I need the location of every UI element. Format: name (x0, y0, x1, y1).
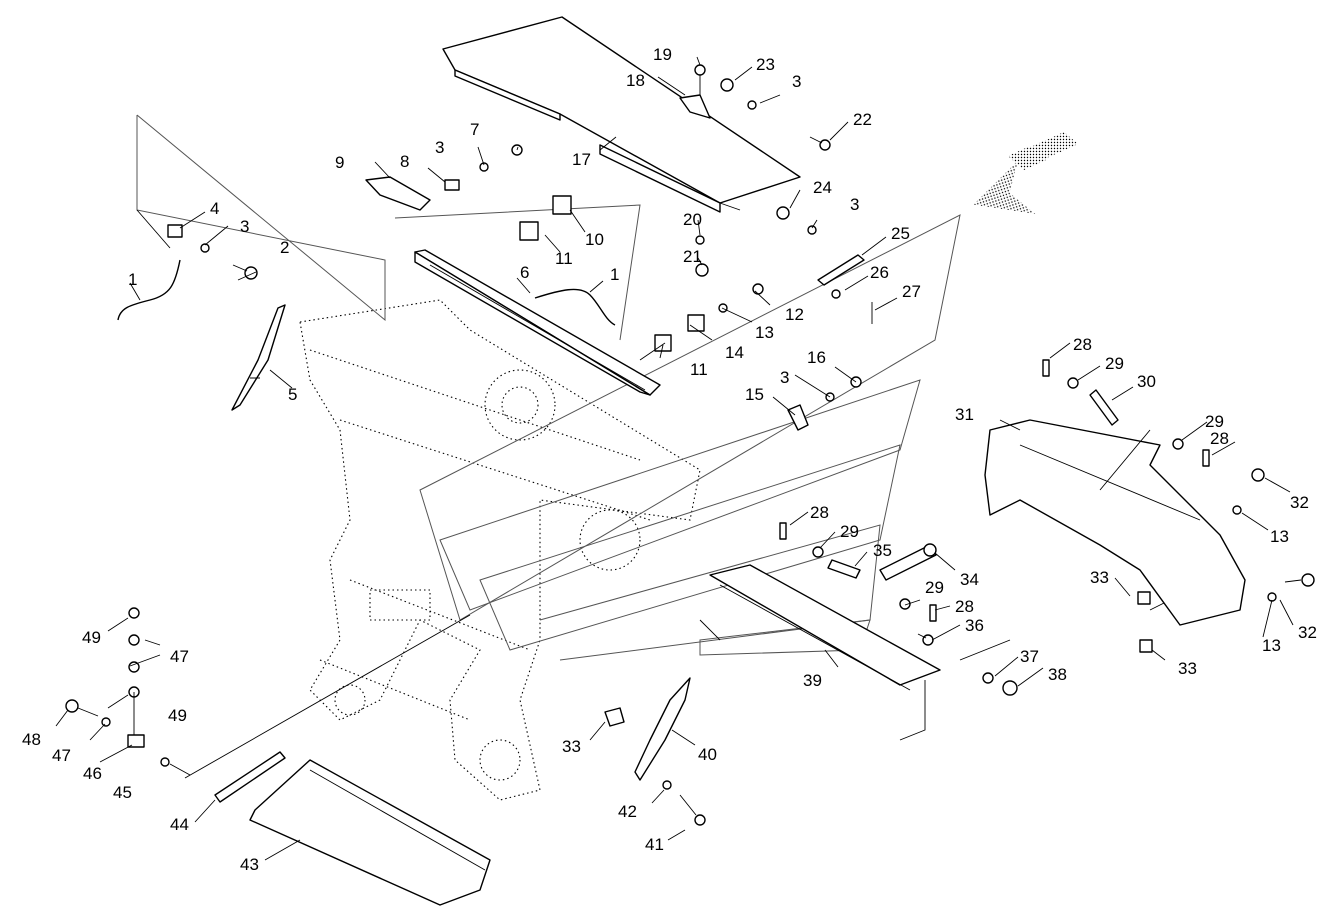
label-41: 41 (645, 835, 664, 854)
label-3: 3 (850, 195, 859, 214)
label-28: 28 (1210, 429, 1229, 448)
label-29: 29 (925, 578, 944, 597)
label-6: 6 (520, 263, 529, 282)
label-39: 39 (803, 671, 822, 690)
label-7: 7 (470, 120, 479, 139)
leader-lines (55, 56, 1302, 861)
label-30: 30 (1137, 372, 1156, 391)
label-11: 11 (555, 249, 573, 268)
part-6-cross-bar (414, 249, 661, 396)
part-31-rear-shield (984, 419, 1246, 626)
part-5-guide-plate (231, 304, 286, 411)
label-21: 21 (683, 247, 702, 266)
label-4: 4 (210, 199, 219, 218)
label-49: 49 (82, 628, 101, 647)
label-42: 42 (618, 802, 637, 821)
label-29: 29 (1205, 412, 1224, 431)
part-44-strip (214, 751, 286, 803)
label-32: 32 (1298, 623, 1317, 642)
label-48: 48 (22, 730, 41, 749)
label-24: 24 (813, 178, 832, 197)
label-13: 13 (1262, 636, 1281, 655)
label-33: 33 (562, 737, 581, 756)
label-19: 19 (653, 45, 672, 64)
label-1: 1 (128, 270, 137, 289)
routing-outlines (136, 114, 961, 661)
label-16: 16 (807, 348, 826, 367)
label-14: 14 (725, 343, 744, 362)
label-47: 47 (52, 746, 71, 765)
label-9: 9 (335, 153, 344, 172)
label-27: 27 (902, 282, 921, 301)
main-frame-chassis (299, 299, 701, 801)
label-33: 33 (1090, 568, 1109, 587)
label-44: 44 (170, 815, 189, 834)
label-2: 2 (280, 238, 289, 257)
label-37: 37 (1020, 647, 1039, 666)
label-18: 18 (626, 71, 645, 90)
label-13: 13 (755, 323, 774, 342)
label-20: 20 (683, 210, 702, 229)
label-33: 33 (1178, 659, 1197, 678)
part-1-cable-left (117, 259, 181, 321)
label-15: 15 (745, 385, 764, 404)
part-1-cable-right (534, 288, 616, 326)
label-23: 23 (756, 55, 775, 74)
label-38: 38 (1048, 665, 1067, 684)
label-8: 8 (400, 152, 409, 171)
label-34: 34 (960, 570, 979, 589)
label-3: 3 (780, 368, 789, 387)
label-47: 47 (170, 647, 189, 666)
label-28: 28 (810, 503, 829, 522)
label-3: 3 (240, 217, 249, 236)
label-13: 13 (1270, 527, 1289, 546)
label-28: 28 (1073, 335, 1092, 354)
label-40: 40 (698, 745, 717, 764)
label-12: 12 (785, 305, 804, 324)
part-39-bottom-bar (709, 564, 941, 691)
label-10: 10 (585, 230, 604, 249)
label-32: 32 (1290, 493, 1309, 512)
label-31: 31 (955, 405, 974, 424)
label-29: 29 (840, 522, 859, 541)
label-22: 22 (853, 110, 872, 129)
label-46: 46 (83, 764, 102, 783)
part-40-side-plate (634, 677, 691, 781)
label-3: 3 (435, 138, 444, 157)
label-49: 49 (168, 706, 187, 725)
callout-labels: 1 1 2 3 3 3 3 3 4 5 6 7 8 9 10 11 11 12 … (22, 45, 1317, 874)
label-43: 43 (240, 855, 259, 874)
label-25: 25 (891, 224, 910, 243)
direction-arrow-icon (973, 132, 1078, 214)
label-28: 28 (955, 597, 974, 616)
part-17-top-cover (442, 16, 801, 213)
label-36: 36 (965, 616, 984, 635)
label-1: 1 (610, 265, 619, 284)
label-17: 17 (572, 150, 591, 169)
label-29: 29 (1105, 354, 1124, 373)
label-5: 5 (288, 385, 297, 404)
label-3: 3 (792, 72, 801, 91)
label-35: 35 (873, 541, 892, 560)
label-45: 45 (113, 783, 132, 802)
label-11: 11 (690, 360, 708, 379)
hardware-fasteners (65, 64, 1315, 826)
label-26: 26 (870, 263, 889, 282)
part-43-front-cover (249, 759, 491, 906)
